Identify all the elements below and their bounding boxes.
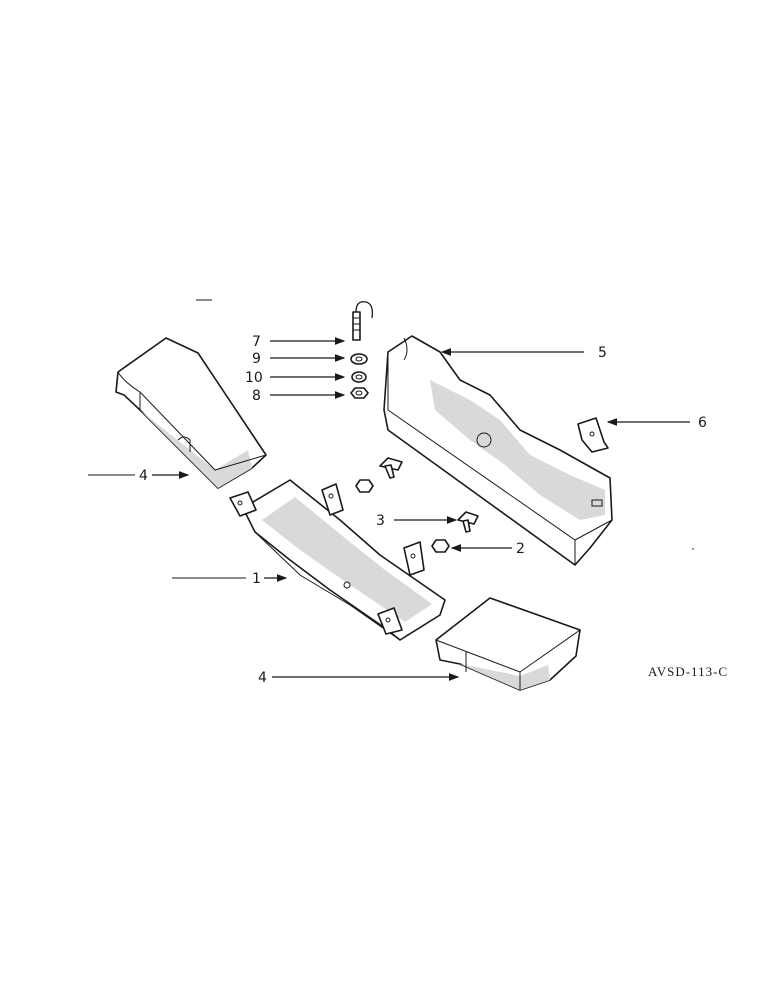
part-10-lock-washer [351,371,367,383]
callout-8: 8 [252,388,261,404]
part-4-left-weight [115,337,267,489]
part-6-clip [577,417,609,453]
callout-4-bottom: 4 [258,670,267,686]
drawing-code: AVSD-113-C [648,664,728,679]
callout-3: 3 [376,513,385,529]
callout-7: 7 [252,334,261,350]
callout-10: 10 [245,370,263,386]
part-4-bottom-weight [435,597,581,691]
callout-2: 2 [516,541,525,557]
leader-lines [88,337,690,681]
part-7-hook-bolt [352,301,374,341]
callout-4-left: 4 [139,468,148,484]
part-2-nut [431,539,450,553]
stray-dot [692,548,694,550]
callout-1: 1 [252,571,261,587]
part-3-bolt [457,511,479,533]
part-1-bracket [229,479,446,641]
part-2-nut [355,479,374,493]
callout-5: 5 [598,345,607,361]
part-8-nut [350,387,369,399]
part-5-main-weight [383,335,613,566]
callout-6: 6 [698,415,707,431]
part-9-washer [350,353,368,365]
callout-9: 9 [252,351,261,367]
part-3-bolt [379,457,403,479]
